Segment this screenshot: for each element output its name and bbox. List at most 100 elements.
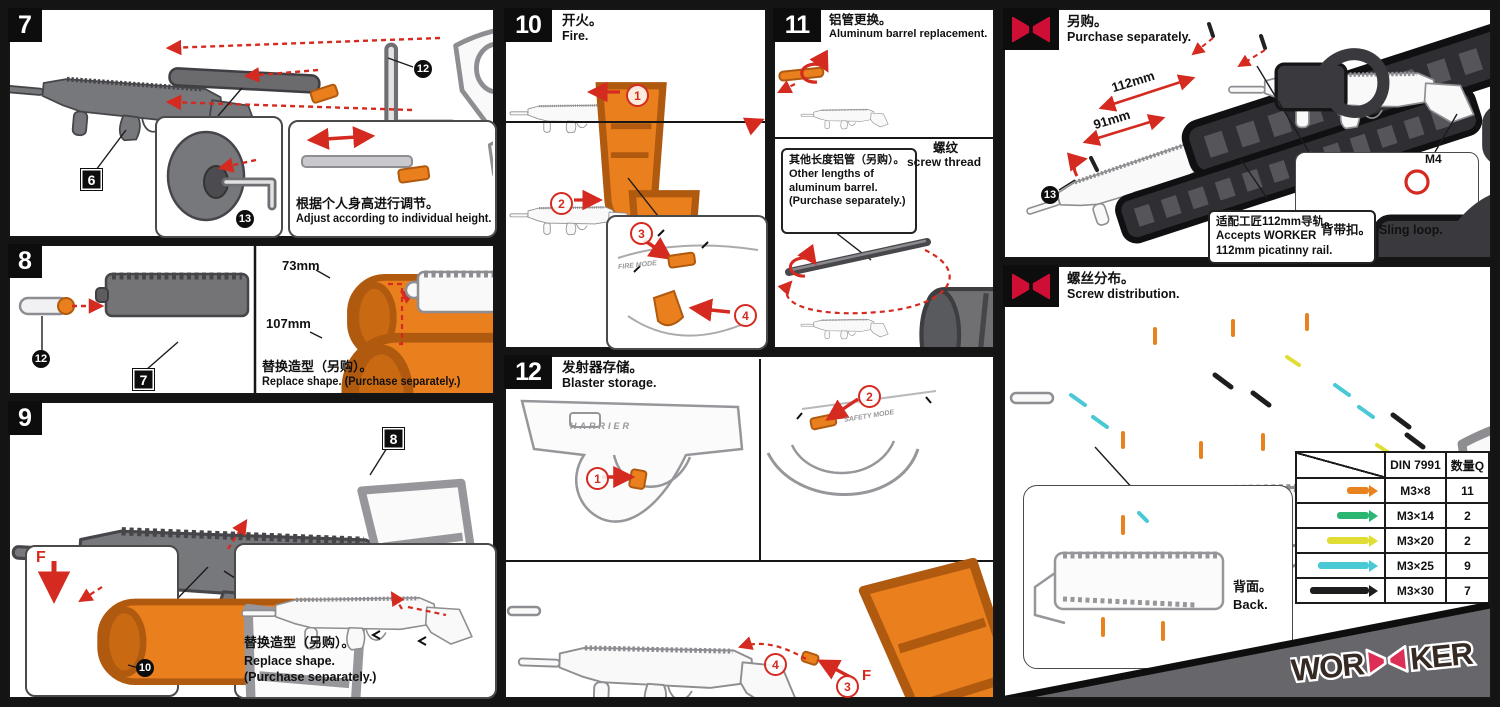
- callout-part-13: 13: [236, 210, 254, 228]
- logo-text-ker: KER: [1409, 636, 1475, 677]
- table-row: M3×25 9: [1295, 552, 1491, 579]
- sling-label-cn: 背带扣。: [1321, 223, 1372, 237]
- screw-size: M3×20: [1383, 527, 1447, 554]
- table-row: M3×8 11: [1295, 477, 1491, 504]
- blaster-top: [799, 107, 890, 131]
- screws-illustration: [1009, 313, 1490, 697]
- note-cn: 根据个人身高进行调节。: [296, 196, 440, 211]
- screw-swatch-m3x8: [1300, 484, 1381, 497]
- bubble-en-1: Accepts WORKER: [1216, 230, 1317, 243]
- safety-closeup-right: [766, 390, 937, 496]
- callout-part-13: 13: [1041, 186, 1059, 204]
- screws: [1089, 22, 1267, 172]
- step-10-illustration: [506, 81, 765, 332]
- screw-table: DIN 7991 数量Q M3×8 11 M3×14 2 M3×20 2: [1295, 451, 1491, 604]
- sling-loop-on-stock: [1485, 90, 1490, 163]
- barrel-options: [309, 269, 493, 393]
- step-2-marker: 2: [858, 385, 881, 408]
- length-73mm-label: 73mm: [282, 258, 320, 273]
- screw-swatch-m3x20: [1300, 534, 1381, 547]
- back-view-inset: [1023, 485, 1293, 669]
- callout-part-10: 10: [136, 659, 154, 677]
- screw-qty: 7: [1444, 577, 1491, 604]
- panel-screw-distribution: 螺丝分布。 Screw distribution.: [1003, 265, 1492, 699]
- step-4-marker: 4: [764, 653, 787, 676]
- step-number-badge: 7: [8, 8, 42, 42]
- insert-arrow: [226, 519, 248, 550]
- step-3-marker: 3: [836, 675, 859, 698]
- note-cn: 替换造型（另购）。: [244, 635, 355, 650]
- m4-label: M4: [1425, 152, 1442, 166]
- bubble-en-2: 112mm picatinny rail.: [1216, 244, 1333, 257]
- panel-title-cn: 另购。: [1067, 14, 1108, 29]
- mag-loading-inset: [25, 545, 179, 697]
- panel-title-en: Fire.: [562, 29, 589, 43]
- logo-x-glyph: [1365, 644, 1409, 677]
- step-1-marker: 1: [586, 467, 609, 490]
- screw-qty: 2: [1444, 527, 1491, 554]
- step-number-badge: 8: [8, 244, 42, 278]
- note-en: Replace shape. (Purchase separately.): [262, 376, 461, 388]
- screw-size: M3×30: [1383, 577, 1447, 604]
- panel-step-9: 9 8 F 10 替换造型（另购）。 Replace shape. (Purch…: [8, 401, 497, 699]
- step-number-badge: 10: [504, 8, 552, 42]
- sling-label-en: Sling loop.: [1379, 223, 1443, 237]
- panel-title-en: Blaster storage.: [562, 376, 657, 390]
- harrier-engraving: HARRIER: [570, 421, 633, 431]
- step-1-marker: 1: [626, 84, 649, 107]
- storage-view-bottom: [506, 547, 993, 697]
- force-label: F: [36, 549, 46, 566]
- dimension-91: [1082, 114, 1166, 146]
- step-11-illustration: [775, 49, 993, 347]
- aluminum-barrel-dark: [785, 238, 931, 276]
- dimension-112: [1098, 74, 1196, 112]
- callout-part-7: 7: [132, 368, 155, 391]
- note-en: Adjust according to individual height.: [296, 213, 492, 225]
- panel-title-cn: 开火。: [562, 13, 603, 28]
- worker-x-icon: [1003, 8, 1059, 50]
- blaster-bottom: [799, 317, 890, 341]
- screw-size: M3×14: [1383, 502, 1447, 529]
- panel-title-en: Screw distribution.: [1067, 287, 1180, 301]
- stock-release-button: [309, 83, 339, 104]
- worker-x-icon: [1003, 265, 1059, 307]
- note-en-1: Replace shape.: [244, 654, 336, 668]
- panel-step-10: 10 开火。 Fire. 1 2 3 4 FIRE MODE: [504, 8, 768, 350]
- rail-bubble: 适配工匠112mm导轨。 Accepts WORKER 112mm picati…: [1208, 210, 1376, 264]
- muzzle-tube-part: [18, 296, 75, 316]
- length-107mm-label: 107mm: [266, 316, 311, 331]
- bubble-cn: 其他长度铝管（另购）。: [789, 154, 905, 166]
- callout-part-12: 12: [414, 60, 432, 78]
- back-label-cn: 背面。: [1233, 579, 1273, 594]
- step-2-marker: 2: [550, 192, 573, 215]
- step-number-badge: 9: [8, 401, 42, 435]
- screw-swatch-m3x30: [1300, 584, 1381, 597]
- step-number-badge: 12: [504, 355, 552, 389]
- assembly-arrows: [165, 36, 441, 112]
- thread-label-en: screw thread: [907, 155, 982, 169]
- thread-label-cn: 螺纹: [933, 141, 959, 155]
- screw-size: M3×25: [1383, 552, 1447, 579]
- panel-title-cn: 发射器存储。: [562, 360, 643, 375]
- panel-step-12: 12 发射器存储。 Blaster storage.: [504, 355, 995, 699]
- panel-step-11: 11 铝管更换。 Aluminum barrel replacement. 其他…: [773, 8, 995, 349]
- screw-size: M3×8: [1383, 477, 1447, 504]
- bubble-en-1: Other lengths of: [789, 167, 874, 180]
- panel-purchase-separately: 另购。 Purchase separately. 112m: [1003, 8, 1492, 264]
- col-header-qty: 数量Q: [1444, 451, 1491, 479]
- screw-markers: [1069, 313, 1441, 477]
- note-en-2: (Purchase separately.): [244, 670, 377, 684]
- rotate-arrow: [800, 49, 829, 84]
- other-lengths-bubble: 其他长度铝管（另购）。 Other lengths of aluminum ba…: [781, 148, 917, 234]
- screw-arrows: [1191, 37, 1266, 68]
- screw-qty: 9: [1444, 552, 1491, 579]
- panel-title-cn: 铝管更换。: [829, 13, 892, 27]
- inset-leaders: [1256, 65, 1458, 153]
- step-4-marker: 4: [734, 304, 757, 327]
- panel-title-en: Purchase separately.: [1067, 30, 1192, 44]
- step-number-badge: 11: [773, 8, 821, 42]
- screw-table-corner: [1295, 451, 1386, 479]
- leader-lines: [41, 316, 179, 371]
- panel-step-7: 7 6 12 13 根据个人身高进行调节。: [8, 8, 497, 238]
